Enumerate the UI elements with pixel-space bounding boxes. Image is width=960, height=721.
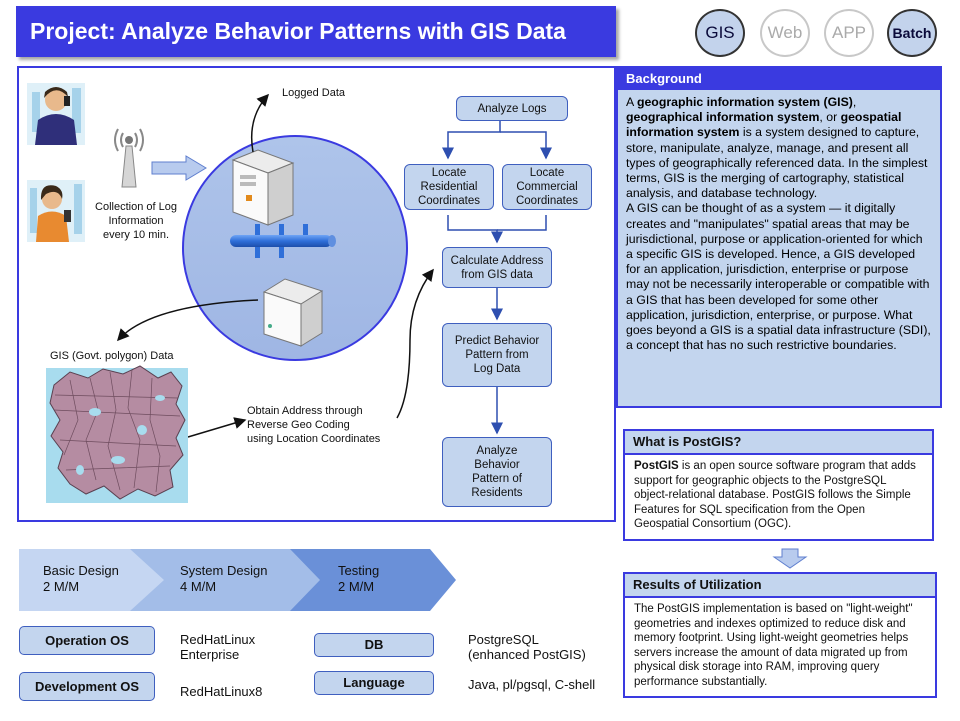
postgis-panel: What is PostGIS? PostGIS is an open sour…: [623, 429, 934, 541]
calculate-address-box: Calculate Address from GIS data: [442, 247, 552, 288]
results-header: Results of Utilization: [625, 574, 935, 598]
postgis-header: What is PostGIS?: [625, 431, 932, 455]
analyze-logs-box: Analyze Logs: [456, 96, 568, 121]
network-pipe-icon: [230, 224, 336, 258]
background-panel: Background A geographic information syst…: [616, 66, 942, 408]
locate-residential-box: Locate Residential Coordinates: [404, 164, 494, 210]
language-label: Language: [314, 671, 434, 695]
development-os-value: RedHatLinux8: [180, 684, 263, 699]
schedule-timeline: [19, 549, 456, 611]
server-icon: [231, 149, 295, 226]
background-text: A geographic information system (GIS), g…: [626, 95, 931, 353]
down-arrow-icon: [772, 548, 808, 569]
analyze-residents-box: Analyze Behavior Pattern of Residents: [442, 437, 552, 507]
language-value: Java, pl/pgsql, C-shell: [468, 677, 596, 692]
locate-commercial-box: Locate Commercial Coordinates: [502, 164, 592, 210]
db-label: DB: [314, 633, 434, 657]
gis-polygon-label: GIS (Govt. polygon) Data: [50, 350, 174, 362]
page-title: Project: Analyze Behavior Patterns with …: [16, 6, 616, 57]
collection-label: Collection of Log Information every 10 m…: [95, 201, 177, 241]
gis-map-image: [46, 365, 188, 503]
background-header: Background: [618, 68, 940, 90]
predict-behavior-box: Predict Behavior Pattern from Log Data: [442, 323, 552, 387]
logged-data-label: Logged Data: [282, 87, 345, 99]
badge-app[interactable]: APP: [824, 9, 874, 57]
obtain-address-label: Obtain Address through Reverse Geo Codin…: [247, 405, 381, 445]
development-os-label: Development OS: [19, 672, 155, 701]
operation-os-label: Operation OS: [19, 626, 155, 655]
results-text: The PostGIS implementation is based on "…: [634, 603, 913, 688]
person-mobile-icon: [27, 180, 85, 242]
postgis-text: PostGIS is an open source software progr…: [634, 460, 916, 530]
person-phone-icon: [27, 83, 85, 145]
flow-arrow-icon: [151, 155, 207, 181]
db-value: PostgreSQL(enhanced PostGIS): [468, 632, 586, 662]
antenna-icon: [114, 128, 144, 188]
database-server-icon: [262, 278, 324, 347]
badge-batch[interactable]: Batch: [887, 9, 937, 57]
results-panel: Results of Utilization The PostGIS imple…: [623, 572, 937, 698]
badge-web[interactable]: Web: [760, 9, 810, 57]
badge-gis[interactable]: GIS: [695, 9, 745, 57]
